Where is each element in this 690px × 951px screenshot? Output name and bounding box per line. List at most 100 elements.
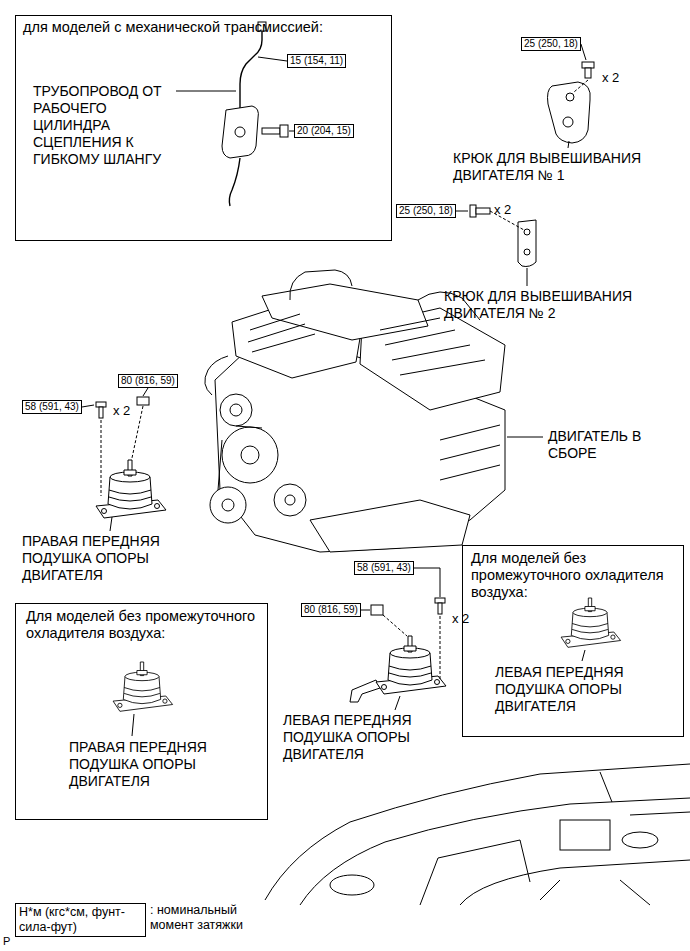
left-mount-fasteners (438, 603, 442, 614)
torque-value: 80 (816, 59) (304, 604, 358, 616)
variant-box: для моделей с механической трансмиссией:… (15, 15, 392, 241)
part-label: КРЮК ДЛЯ ВЫВЕШИВАНИЯ ДВИГАТЕЛЯ № 2 (444, 288, 672, 322)
vehicle-outline (265, 764, 690, 900)
leader-line (361, 610, 370, 611)
variant-box: Для моделей без промежуточного охладител… (15, 603, 268, 820)
right-mount-fasteners (101, 420, 102, 496)
clutch-pipe (222, 106, 258, 158)
clutch-pipe (222, 22, 288, 206)
vehicle-outline (600, 772, 612, 802)
clutch-pipe (235, 127, 245, 137)
engine-assembly (440, 425, 500, 480)
engine-assembly (262, 284, 428, 340)
engine-hook-1 (548, 62, 595, 143)
variant-heading: Для моделей без промежуточного охладител… (471, 550, 677, 601)
engine-hook-1 (548, 82, 591, 143)
engine-hook-2 (524, 229, 530, 235)
part-label: КРЮК ДЛЯ ВЫВЕШИВАНИЯ ДВИГАТЕЛЯ № 1 (453, 150, 681, 184)
figure-code: P (3, 935, 10, 948)
left-engine-mount-variant (561, 598, 621, 647)
clutch-pipe (229, 158, 240, 206)
variant-heading: Для моделей без промежуточного охладител… (26, 608, 262, 642)
engine-hook-1 (563, 117, 573, 127)
engine-hook-2 (524, 249, 530, 255)
engine-assembly (285, 495, 295, 505)
leader-line (568, 141, 569, 148)
quantity-mark: x 2 (113, 402, 130, 419)
quantity-mark: x 2 (452, 610, 469, 627)
vehicle-outline (622, 832, 658, 848)
torque-value: 25 (250, 18) (524, 38, 578, 50)
left-mount-fasteners (440, 616, 441, 680)
engine-hook-1 (566, 93, 574, 101)
torque-callout: 25 (250, 18) (396, 204, 456, 218)
right-mount-fasteners (132, 406, 143, 458)
quantity-mark: x 2 (602, 69, 619, 86)
leader-line (132, 714, 134, 736)
vehicle-outline (330, 875, 374, 895)
engine-assembly (222, 427, 278, 483)
quantity-mark: x 2 (494, 201, 511, 218)
engine-hook-1 (574, 80, 588, 92)
leader-line (507, 437, 543, 438)
engine-assembly (290, 270, 352, 300)
part-label: ПРАВАЯ ПЕРЕДНЯЯ ПОДУШКА ОПОРЫ ДВИГАТЕЛЯ (22, 533, 200, 584)
torque-value: 25 (250, 18) (399, 205, 453, 217)
torque-callout: 15 (154, 11) (287, 54, 346, 68)
engine-assembly (218, 426, 262, 490)
clutch-pipe (262, 128, 280, 134)
left-mount-fasteners (350, 598, 446, 702)
leader-line (395, 696, 400, 710)
torque-value: 80 (816, 59) (121, 375, 175, 387)
torque-value: 15 (154, 11) (290, 55, 343, 67)
engine-assembly (310, 500, 470, 552)
variant-heading: для моделей с механической трансмиссией: (23, 19, 323, 36)
right-mount-fasteners (99, 407, 103, 418)
torque-callout: 58 (591, 43) (354, 561, 414, 575)
torque-callout: 80 (816, 59) (301, 603, 361, 617)
vehicle-outline (420, 840, 530, 905)
part-label: : номинальный момент затяжки (150, 903, 262, 933)
vehicle-outline (560, 820, 610, 850)
engine-assembly (220, 394, 252, 426)
part-name: ПРАВАЯ ПЕРЕДНЯЯ ПОДУШКА ОПОРЫ ДВИГАТЕЛЯ (69, 739, 249, 790)
torque-callout: 25 (250, 18) (521, 37, 581, 51)
right-mount-fasteners (96, 402, 106, 407)
leader-line (527, 268, 528, 286)
clutch-pipe (240, 31, 262, 110)
engine-assembly (222, 499, 234, 511)
engine-assembly (274, 484, 306, 516)
engine-assembly (230, 404, 242, 416)
clutch-pipe (280, 125, 288, 137)
right-mount-fasteners (96, 397, 166, 518)
variant-box: Для моделей без промежуточного охладител… (462, 545, 684, 737)
vehicle-outline (540, 812, 690, 905)
part-label: ДВИГАТЕЛЬ В СБОРЕ (548, 428, 673, 462)
engine-hook-1 (582, 62, 594, 68)
leader-line (414, 568, 440, 597)
left-mount-fasteners (371, 605, 383, 615)
leader-line (581, 44, 586, 60)
leader-line (143, 388, 148, 396)
vehicle-outline (300, 798, 690, 905)
torque-value: 58 (591, 43) (25, 401, 79, 413)
part-name: ТРУБОПРОВОД ОТ РАБОЧЕГО ЦИЛИНДРА СЦЕПЛЕН… (33, 83, 171, 168)
torque-value: 20 (204, 15) (297, 125, 351, 137)
left-mount-fasteners (350, 680, 380, 702)
unit-key-box: Н*м (кгс*см, фунт-сила-фут) (15, 903, 146, 937)
torque-value: 58 (591, 43) (357, 562, 411, 574)
right-engine-mount-variant (113, 662, 173, 711)
leader-line (110, 517, 112, 531)
part-label: ЛЕВАЯ ПЕРЕДНЯЯ ПОДУШКА ОПОРЫ ДВИГАТЕЛЯ (283, 712, 455, 763)
left-engine-mount (376, 636, 446, 694)
engine-assembly (380, 318, 485, 375)
engine-assembly (241, 446, 259, 464)
right-mount-fasteners (137, 397, 149, 405)
torque-callout: 80 (816, 59) (118, 374, 178, 388)
right-engine-mount (96, 460, 166, 518)
engine-hook-2 (476, 208, 490, 214)
torque-callout: 58 (591, 43) (22, 400, 82, 414)
leader-line (456, 211, 468, 212)
engine-hook-2 (470, 205, 476, 217)
